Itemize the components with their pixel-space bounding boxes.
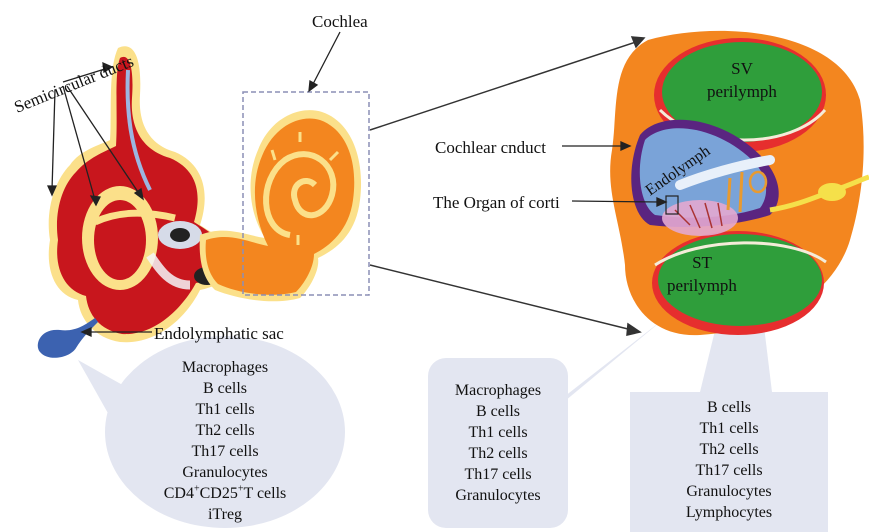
list-item: B cells: [150, 378, 300, 399]
organ-of-corti-cell-list: B cells Th1 cells Th2 cells Th17 cells G…: [630, 397, 828, 523]
perilymph-cell-list: Macrophages B cells Th1 cells Th2 cells …: [428, 380, 568, 506]
list-item: Granulocytes: [630, 481, 828, 502]
list-item: Th1 cells: [150, 399, 300, 420]
list-item: Granulocytes: [150, 462, 300, 483]
endolymphatic-sac: [38, 318, 98, 358]
cochlea-label: Cochlea: [312, 12, 368, 31]
list-item: Lymphocytes: [630, 502, 828, 523]
list-item: Th1 cells: [428, 422, 568, 443]
st-perilymph-label: perilymph: [667, 276, 737, 295]
cochlear-duct-label: Cochlear cnduct: [435, 138, 546, 157]
list-item: Th17 cells: [428, 464, 568, 485]
list-item: iTreg: [150, 504, 300, 525]
sv-label: SV: [731, 59, 753, 78]
list-item: B cells: [630, 397, 828, 418]
list-item: Macrophages: [428, 380, 568, 401]
endolymphatic-sac-cell-list: Macrophages B cells Th1 cells Th2 cells …: [150, 357, 300, 525]
zoom-lines: [370, 37, 644, 335]
cochlea-spiral: [200, 110, 361, 301]
organ-of-corti-label: The Organ of corti: [433, 193, 560, 212]
sv-perilymph-label: perilymph: [707, 82, 777, 101]
endolymphatic-sac-label: Endolymphatic sac: [154, 324, 284, 343]
list-item: B cells: [428, 401, 568, 422]
list-item: Macrophages: [150, 357, 300, 378]
list-item: Th2 cells: [630, 439, 828, 460]
list-item: Th2 cells: [428, 443, 568, 464]
st-label: ST: [692, 253, 712, 272]
list-item: Th2 cells: [150, 420, 300, 441]
list-item: Th17 cells: [630, 460, 828, 481]
list-item: CD4+CD25+T cells: [150, 483, 300, 504]
list-item: Th1 cells: [630, 418, 828, 439]
list-item: Th17 cells: [150, 441, 300, 462]
list-item: Granulocytes: [428, 485, 568, 506]
